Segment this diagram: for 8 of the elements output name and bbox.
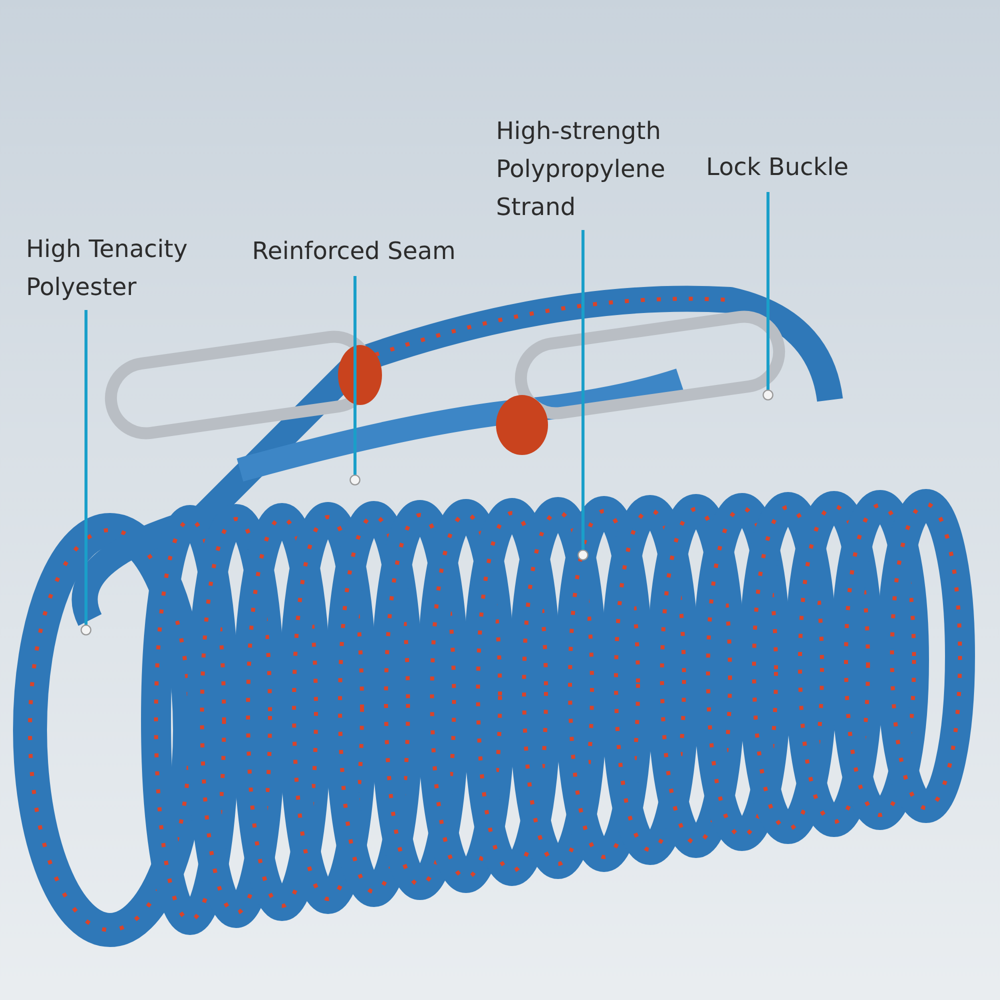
leader-line	[80, 310, 92, 636]
callout-label: Reinforced Seam	[252, 232, 482, 270]
leader-line	[578, 230, 588, 560]
leader-line	[350, 276, 360, 486]
callout-label: High Tenacity Polyester	[26, 230, 216, 306]
callout-label: High-strength Polypropylene Strand	[496, 112, 696, 226]
callout-label: Lock Buckle	[706, 148, 876, 186]
leader-line	[762, 192, 774, 400]
